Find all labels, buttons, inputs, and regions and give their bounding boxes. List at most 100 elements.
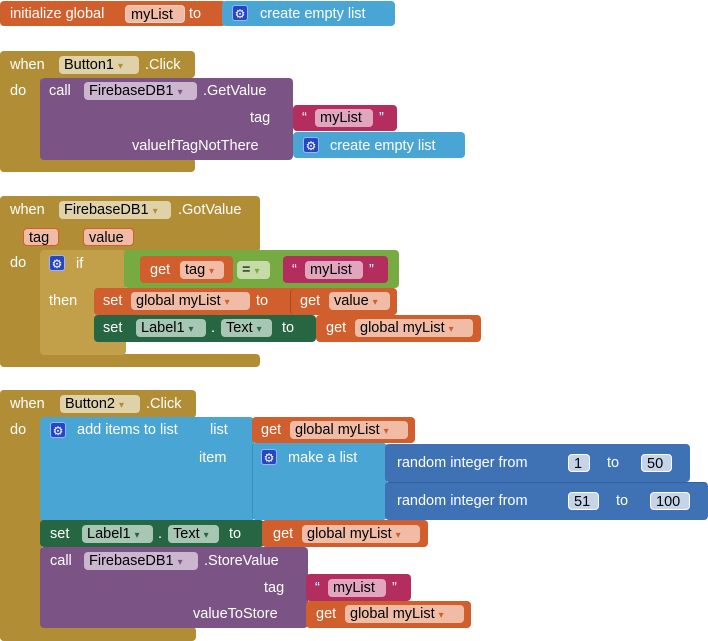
create-empty-list-block[interactable] xyxy=(222,1,395,26)
gear-icon[interactable]: ⚙ xyxy=(232,5,248,21)
dropdown-value: global myList xyxy=(350,606,435,622)
dropdown-arrow-icon: ▾ xyxy=(254,266,260,277)
number-field[interactable]: 1 xyxy=(568,454,590,472)
property-dropdown[interactable]: Text▾ xyxy=(221,319,272,337)
dropdown-arrow-icon: ▾ xyxy=(177,557,183,568)
dropdown-arrow-icon: ▾ xyxy=(152,206,158,217)
variable-dropdown[interactable]: tag▾ xyxy=(180,261,224,279)
param-value[interactable]: value xyxy=(83,228,134,246)
component-dropdown[interactable]: FirebaseDB1▾ xyxy=(59,201,171,219)
variable-dropdown[interactable]: global myList▾ xyxy=(290,421,408,439)
firebase-dropdown[interactable]: FirebaseDB1▾ xyxy=(84,82,197,100)
text-field[interactable]: myList xyxy=(305,261,363,279)
component-dropdown[interactable]: Button1 ▾ xyxy=(59,56,139,74)
add-items-to-list-block[interactable] xyxy=(40,417,254,521)
gear-icon[interactable]: ⚙ xyxy=(50,422,66,438)
get-label: get xyxy=(261,422,282,438)
param-tag[interactable]: tag xyxy=(23,228,59,246)
item-label: item xyxy=(199,450,227,466)
quote-open: “ xyxy=(292,262,297,278)
dot-label: . xyxy=(211,320,216,336)
number-field[interactable]: 100 xyxy=(650,492,690,510)
gear-icon[interactable]: ⚙ xyxy=(303,137,319,153)
dropdown-arrow-icon: ▾ xyxy=(134,530,140,541)
get-label: get xyxy=(326,320,347,336)
set-label: set xyxy=(50,526,70,542)
create-empty-list-label: create empty list xyxy=(260,6,366,22)
text-field[interactable]: myList xyxy=(315,109,373,127)
to-label: to xyxy=(256,293,269,309)
random-integer-block[interactable] xyxy=(385,444,690,482)
dropdown-arrow-icon: ▾ xyxy=(256,324,262,335)
component-dropdown[interactable]: Label1▾ xyxy=(82,525,153,543)
random-label: random integer from xyxy=(397,493,528,509)
do-label: do xyxy=(10,422,27,438)
dropdown-value: global myList xyxy=(136,293,221,309)
do-label: do xyxy=(10,255,27,271)
init-label: initialize global xyxy=(10,6,105,22)
dropdown-arrow-icon: ▾ xyxy=(209,266,215,277)
dropdown-arrow-icon: ▾ xyxy=(224,297,230,308)
event-label: .GotValue xyxy=(178,202,242,218)
dropdown-arrow-icon: ▾ xyxy=(448,324,454,335)
number-field[interactable]: 50 xyxy=(641,454,672,472)
dropdown-value: global myList xyxy=(360,320,445,336)
create-empty-list-label: create empty list xyxy=(330,138,436,154)
then-label: then xyxy=(49,293,78,309)
event-footer xyxy=(0,354,260,367)
dropdown-value: Button1 xyxy=(64,57,114,73)
call-label: call xyxy=(49,83,71,99)
dropdown-value: tag xyxy=(185,262,206,278)
dropdown-value: value xyxy=(334,293,369,309)
dropdown-value: FirebaseDB1 xyxy=(89,553,174,569)
quote-close: ” xyxy=(379,110,384,126)
default-label: valueIfTagNotThere xyxy=(132,138,259,154)
variable-dropdown[interactable]: global myList▾ xyxy=(345,605,464,623)
get-label: get xyxy=(273,526,294,542)
quote-close: ” xyxy=(369,262,374,278)
dropdown-value: Text xyxy=(173,526,200,542)
gear-icon[interactable]: ⚙ xyxy=(49,255,65,271)
to-label: to xyxy=(282,320,295,336)
firebase-dropdown[interactable]: FirebaseDB1▾ xyxy=(84,552,198,570)
quote-open: “ xyxy=(302,110,307,126)
do-label: do xyxy=(10,83,27,99)
dropdown-arrow-icon: ▾ xyxy=(118,61,124,72)
when-label: when xyxy=(10,57,45,73)
text-field[interactable]: myList xyxy=(328,579,386,597)
operator-dropdown[interactable]: =▾ xyxy=(237,261,270,279)
event-body-arm xyxy=(0,196,42,367)
call-label: call xyxy=(50,553,72,569)
variable-dropdown[interactable]: global myList▾ xyxy=(355,319,473,337)
variable-name-field[interactable]: myList xyxy=(125,5,185,23)
event-label: .Click xyxy=(145,57,181,73)
event-footer xyxy=(0,158,195,172)
variable-dropdown[interactable]: global myList▾ xyxy=(131,292,250,310)
value-to-store-label: valueToStore xyxy=(193,606,278,622)
event-label: .Click xyxy=(146,396,182,412)
dropdown-value: = xyxy=(242,262,251,278)
quote-close: ” xyxy=(392,580,397,596)
add-items-label: add items to list xyxy=(77,422,178,438)
initialize-global-block[interactable] xyxy=(0,1,226,26)
to-label: to xyxy=(616,493,629,509)
gear-icon[interactable]: ⚙ xyxy=(261,449,277,465)
dropdown-arrow-icon: ▾ xyxy=(177,87,183,98)
component-dropdown[interactable]: Label1▾ xyxy=(136,319,206,337)
variable-dropdown[interactable]: value▾ xyxy=(329,292,390,310)
to-label: to xyxy=(229,526,242,542)
create-empty-list-block[interactable] xyxy=(293,132,465,158)
variable-dropdown[interactable]: global myList▾ xyxy=(302,525,420,543)
event-footer xyxy=(0,627,196,641)
get-label: get xyxy=(300,293,321,309)
dropdown-value: global myList xyxy=(295,422,380,438)
list-label: list xyxy=(210,422,228,438)
component-dropdown[interactable]: Button2▾ xyxy=(60,395,140,413)
number-field[interactable]: 51 xyxy=(568,492,599,510)
dropdown-arrow-icon: ▾ xyxy=(395,530,401,541)
dropdown-value: Text xyxy=(226,320,253,336)
property-dropdown[interactable]: Text▾ xyxy=(168,525,219,543)
dropdown-arrow-icon: ▾ xyxy=(372,297,378,308)
dropdown-arrow-icon: ▾ xyxy=(188,324,194,335)
tag-label: tag xyxy=(264,580,285,596)
